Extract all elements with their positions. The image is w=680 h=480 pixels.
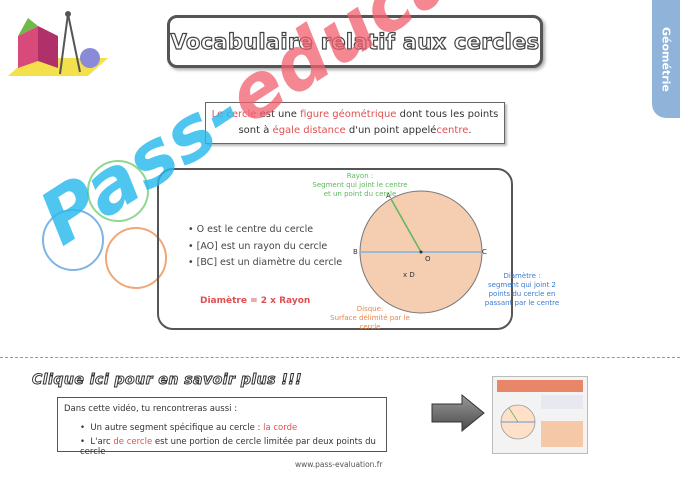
bullet-item: O est le centre du cercle	[188, 222, 342, 239]
geometry-logo-icon	[8, 11, 108, 76]
blue-circle	[42, 209, 104, 271]
video-item-corde: • Un autre segment spécifique au cercle …	[80, 423, 298, 433]
video-intro: Dans cette vidéo, tu rencontreras aussi …	[64, 404, 238, 414]
diametre-desc: passant par le centre	[484, 299, 560, 307]
disque-annotation: Disque: Surface délimité par le cercle	[325, 305, 415, 332]
bullet-item: [AO] est un rayon du cercle	[188, 239, 342, 256]
page-title: Vocabulaire relatif aux cercles	[170, 29, 540, 54]
definition-text: d'un point appelé	[348, 125, 437, 136]
disque-desc: cercle	[359, 323, 381, 331]
point-o-label: O	[425, 255, 431, 263]
disque-desc: Surface délimité par le	[330, 314, 410, 322]
diametre-title: Diamètre :	[503, 272, 541, 280]
subject-tab[interactable]: Géométrie	[652, 0, 680, 118]
definition-word-centre: centre	[436, 125, 469, 136]
bullet-list: O est le centre du cercle [AO] est un ra…	[188, 222, 342, 272]
video-item-highlight: de cercle	[113, 437, 153, 447]
point-c-label: C	[482, 248, 487, 256]
orange-circle	[105, 227, 167, 289]
center-point	[419, 250, 423, 254]
circle-diagram-box	[157, 168, 513, 330]
diametre-desc: points du cercle en	[488, 290, 556, 298]
definition-word-distance: égale distance	[272, 125, 346, 136]
diametre-desc: segment qui joint 2	[487, 281, 556, 289]
video-item-text: est une portion de cercle limitée par de…	[80, 437, 376, 457]
page-title-box: Vocabulaire relatif aux cercles	[167, 15, 543, 68]
definition-word-cercle: cercle	[226, 109, 257, 120]
formula-text: Diamètre = 2 x Rayon	[200, 296, 311, 306]
definition-word-figure: figure géométrique	[300, 109, 397, 120]
definition-box: Le cercle est une figure géométrique don…	[205, 102, 505, 144]
video-item-text: Un autre segment spécifique au cercle :	[90, 423, 261, 433]
radius-line	[390, 198, 422, 253]
definition-text: est une	[259, 109, 297, 120]
video-item-arc: • L'arc de cercle est une portion de cer…	[80, 437, 376, 457]
diametre-annotation: Diamètre : segment qui joint 2 points du…	[472, 272, 572, 308]
rayon-desc: Segment qui joint le centre	[312, 181, 408, 189]
rayon-title: Rayon :	[346, 172, 374, 180]
video-info-box: Dans cette vidéo, tu rencontreras aussi …	[57, 397, 387, 457]
point-d-label: x D	[403, 271, 415, 279]
subject-tab-label: Géométrie	[659, 26, 673, 92]
definition-text: .	[468, 125, 472, 136]
decorative-circles	[42, 160, 167, 289]
definition-text: dont tous les points sont à	[238, 109, 499, 136]
bullet-item: [BC] est un diamètre du cercle	[188, 255, 342, 272]
rayon-annotation: Rayon : Segment qui joint le centre et u…	[300, 172, 420, 199]
rayon-desc: et un point du cercle	[323, 190, 397, 198]
definition-word: Le	[211, 109, 224, 120]
video-item-highlight: la corde	[263, 423, 298, 433]
point-b-label: B	[353, 248, 358, 256]
video-thumbnail-preview-icon	[493, 377, 587, 453]
learn-more-link[interactable]: Clique ici pour en savoir plus !!!	[32, 372, 302, 389]
video-thumbnail[interactable]	[492, 376, 588, 454]
video-item-text: L'arc	[90, 437, 111, 447]
point-a-label: A	[386, 192, 391, 200]
section-divider	[0, 357, 680, 358]
footer-url[interactable]: www.pass-evaluation.fr	[295, 460, 383, 469]
green-circle	[87, 160, 149, 222]
disque-title: Disque:	[356, 305, 384, 313]
circle-diagram	[359, 190, 483, 314]
arrow-right-icon[interactable]	[430, 393, 486, 433]
